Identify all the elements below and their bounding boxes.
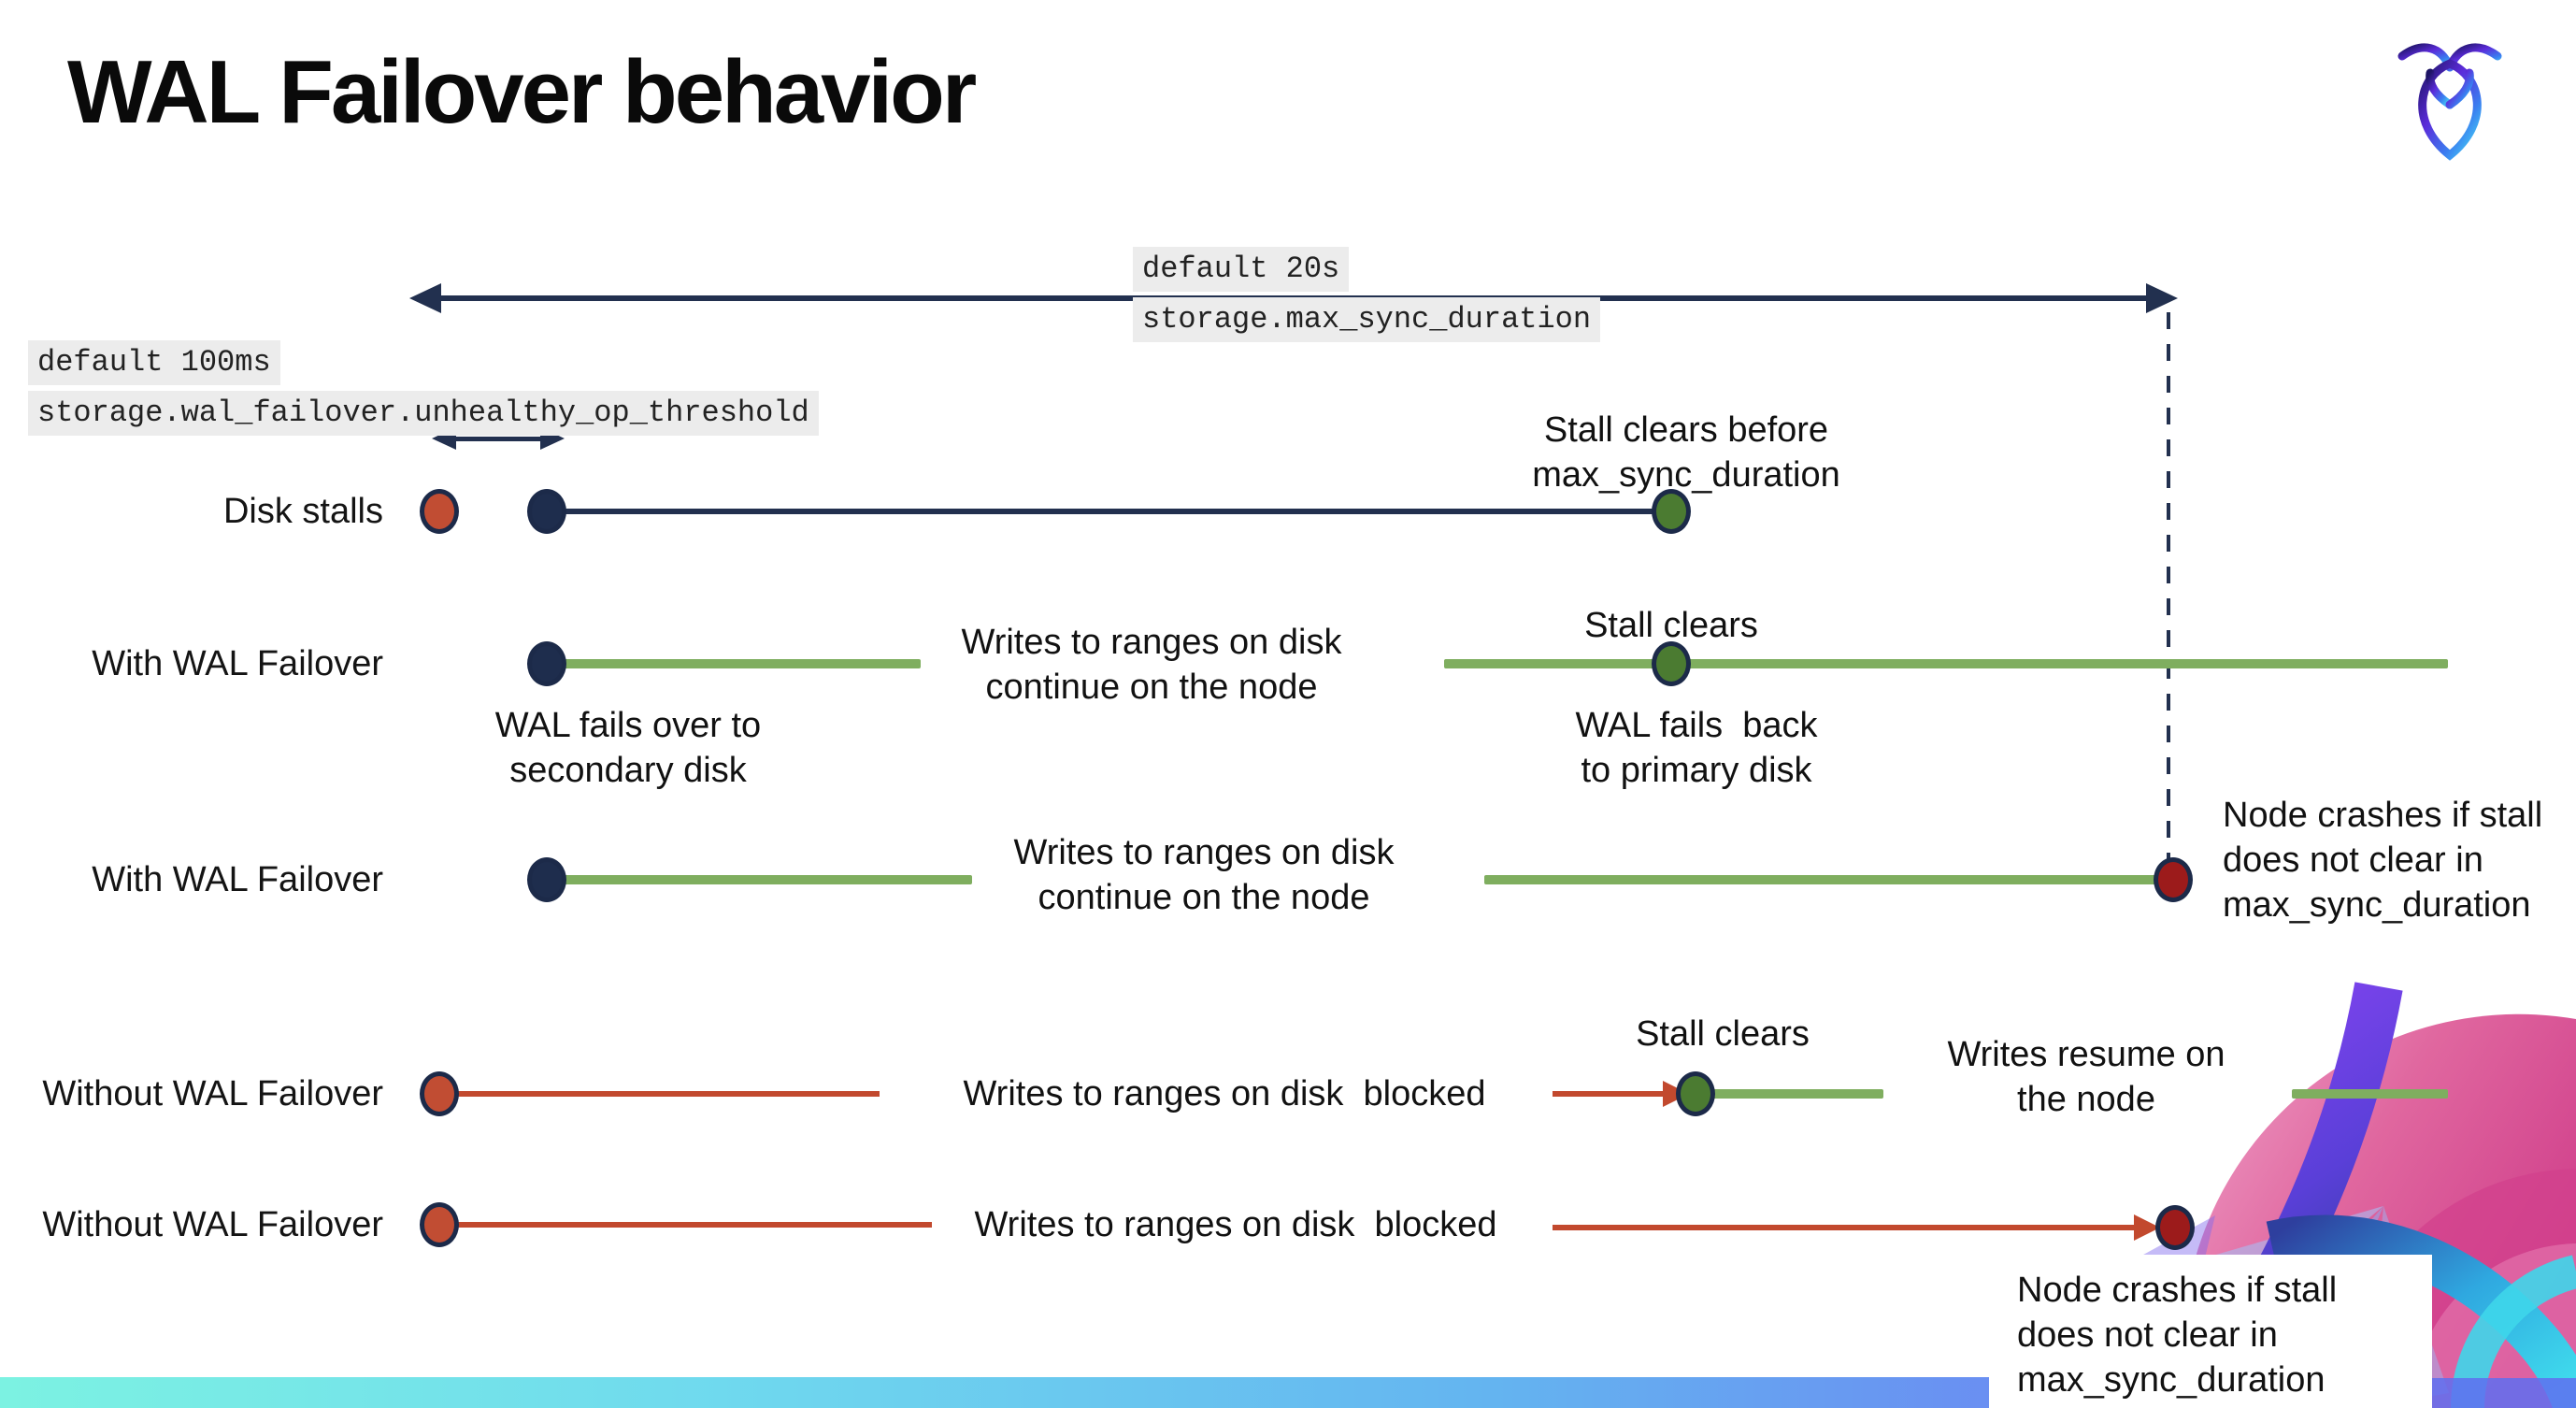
annotation-line: WAL fails back [1575,706,1818,745]
max-sync-deadline-dashed-line [2167,312,2170,866]
node-crashes-annotation: Node crashes if stall does not clear in … [1989,1255,2432,1402]
cockroachdb-logo-icon [2397,43,2502,161]
arrow-left-icon [409,283,441,313]
writes-blocked-line [454,1091,880,1097]
annotation-line: continue on the node [1038,878,1370,917]
annotation-line: secondary disk [509,751,747,790]
writes-continue-line [561,875,972,884]
annotation-line: does not clear in [2017,1315,2278,1355]
annotation-line: WAL fails over to [494,706,762,745]
annotation-line: Stall clears [1636,1014,1810,1054]
writes-continue-line [561,659,921,668]
node-crashes-annotation: Node crashes if stall does not clear in … [2223,793,2542,927]
writes-continue-line [1484,875,2159,884]
annotation-line: Writes to ranges on disk [1013,833,1395,872]
threshold-default-label: default 100ms [28,340,280,385]
max-sync-default-label: default 20s [1133,247,1350,292]
annotation-line: continue on the node [985,668,1318,707]
stall-clears-annotation: Stall clears [1636,1012,1810,1056]
threshold-setting-label: storage.wal_failover.unhealthy_op_thresh… [28,391,819,436]
stall-clears-dot [1652,489,1691,534]
threshold-dot [527,489,566,534]
annotation-line: Writes to ranges on disk blocked [963,1074,1486,1113]
writes-resume-line [1710,1089,1883,1099]
stall-clears-dot [1652,641,1691,686]
stall-start-dot [420,489,459,534]
writes-continue-line [1444,659,2448,668]
disk-stall-timeline [547,509,1656,514]
writes-blocked-annotation: Writes to ranges on disk blocked [963,1071,1485,1116]
annotation-line: Writes to ranges on disk blocked [974,1205,1497,1244]
page-title: WAL Failover behavior [67,42,977,142]
annotation-line: max_sync_duration [2017,1360,2326,1400]
row-label-without-wal-failover-1: Without WAL Failover [42,1074,383,1113]
writes-continue-annotation: Writes to ranges on disk continue on the… [962,620,1342,710]
node-crash-callout: Node crashes if stall does not clear in … [1989,1255,2432,1408]
annotation-line: Stall clears before [1543,410,1829,450]
annotation-line: Writes resume on [1947,1035,2225,1074]
writes-continue-annotation: Writes to ranges on disk continue on the… [1014,830,1395,920]
threshold-arrow-line [454,437,540,441]
node-crash-dot [2154,857,2193,902]
row-label-disk-stalls: Disk stalls [222,492,383,531]
failover-dot [527,641,566,686]
writes-resume-line [2292,1089,2448,1099]
stall-clears-annotation: Stall clears [1584,603,1758,648]
stall-clears-dot [1676,1071,1715,1116]
writes-blocked-annotation: Writes to ranges on disk blocked [974,1202,1496,1247]
failover-dot [527,857,566,902]
wal-fails-over-annotation: WAL fails over to secondary disk [495,703,761,793]
writes-blocked-line [1553,1091,1663,1097]
annotation-line: does not clear in [2223,840,2483,880]
wal-fails-back-annotation: WAL fails back to primary disk [1575,703,1817,793]
annotation-line: the node [2017,1080,2155,1119]
annotation-line: Node crashes if stall [2223,796,2543,835]
row-label-with-wal-failover-1: With WAL Failover [92,644,383,683]
stall-clears-before-annotation: Stall clears before max_sync_duration [1532,408,1840,497]
stall-start-dot [420,1071,459,1116]
arrow-right-icon [2146,283,2178,313]
annotation-line: max_sync_duration [2223,885,2531,925]
writes-blocked-line [454,1222,932,1228]
row-label-without-wal-failover-2: Without WAL Failover [42,1205,383,1244]
row-label-with-wal-failover-2: With WAL Failover [92,860,383,899]
max-sync-setting-label: storage.max_sync_duration [1133,297,1601,342]
annotation-line: Node crashes if stall [2017,1271,2338,1310]
node-crash-dot [2155,1205,2195,1250]
annotation-line: max_sync_duration [1532,455,1840,495]
writes-resume-annotation: Writes resume on the node [1947,1032,2225,1122]
annotation-line: to primary disk [1581,751,1812,790]
annotation-line: Stall clears [1584,606,1758,645]
annotation-line: Writes to ranges on disk [961,623,1342,662]
writes-blocked-line [1553,1225,2134,1230]
stall-start-dot [420,1202,459,1247]
